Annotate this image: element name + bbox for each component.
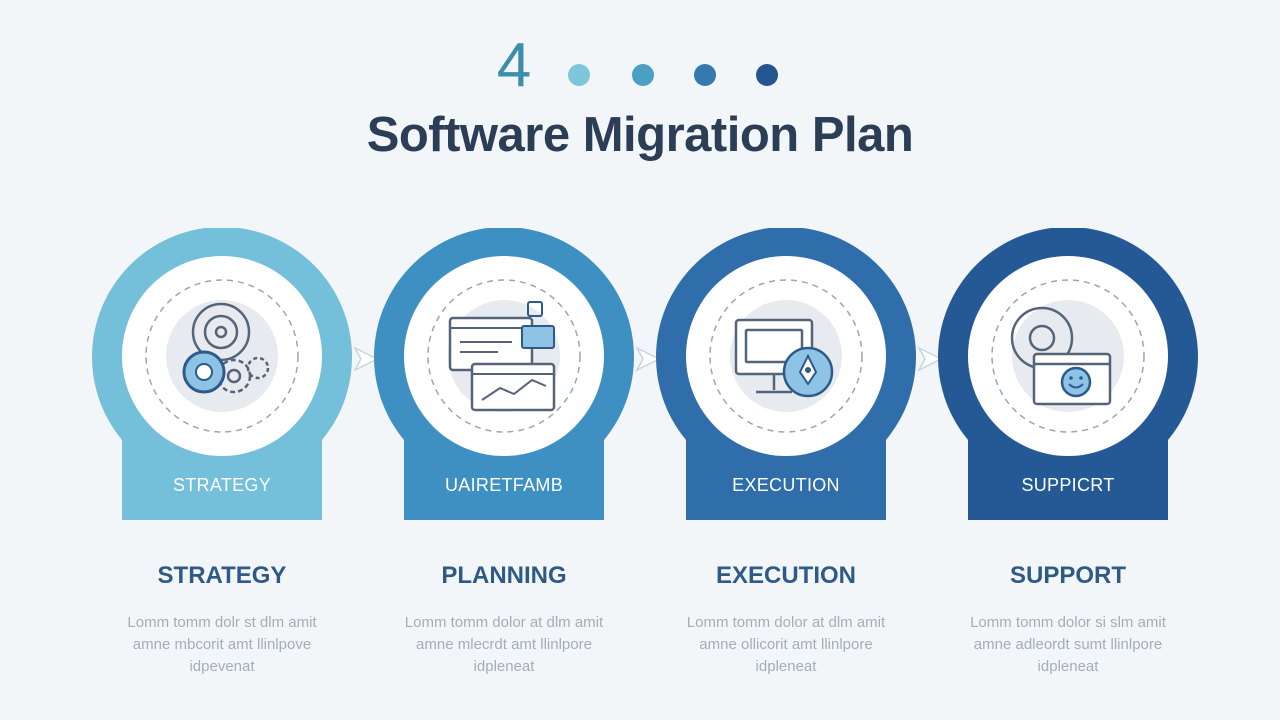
header: 4 Software Migration Plan [0, 0, 1280, 200]
badge-label: UAIRETFAMB [444, 475, 563, 495]
badge-label: SUPPICRT [1021, 475, 1115, 495]
step-description: Lomm tomm dolor at dlm amit amne ollicor… [686, 614, 886, 675]
page-title: Software Migration Plan [366, 108, 914, 162]
step-description: Lomm tomm dolr st dlm amit amne mbcorit … [127, 614, 317, 675]
dashboard-windows-icon [448, 301, 556, 412]
progress-dot-4 [756, 64, 778, 86]
step-title: STRATEGY [157, 562, 287, 589]
step-badge: EXECUTION [646, 228, 926, 528]
step-planning: UAIRETFAMB PLANNING Lomm tomm dolor at d… [364, 228, 644, 688]
step-badge: SUPPICRT [928, 228, 1208, 528]
monitor-rocket-icon [734, 318, 834, 398]
step-description: Lomm tomm dolor at dlm amit amne mlecrdt… [404, 614, 604, 675]
gears-target-icon [182, 302, 270, 394]
step-title: PLANNING [441, 562, 567, 589]
step-badge: UAIRETFAMB [364, 228, 644, 528]
progress-dot-1 [568, 64, 590, 86]
support-chat-icon [1010, 306, 1112, 406]
step-title: EXECUTION [715, 562, 856, 589]
chevron-right-icon [351, 344, 381, 374]
badge-label: STRATEGY [172, 475, 272, 495]
chevron-right-icon [633, 344, 663, 374]
step-description: Lomm tomm dolor si slm amit amne adleord… [970, 614, 1166, 675]
progress-dot-2 [632, 64, 654, 86]
step-support: SUPPICRT SUPPORT Lomm tomm dolor si slm … [928, 228, 1208, 688]
step-badge: STRATEGY [82, 228, 362, 528]
step-count: 4 [496, 31, 532, 100]
step-execution: EXECUTION EXECUTION Lomm tomm dolor at d… [646, 228, 926, 688]
badge-label: EXECUTION [732, 475, 840, 495]
steps-row: STRATEGY STRATEGY Lomm tomm dolr st dlm … [0, 228, 1280, 698]
step-strategy: STRATEGY STRATEGY Lomm tomm dolr st dlm … [82, 228, 362, 688]
progress-dot-3 [694, 64, 716, 86]
step-title: SUPPORT [1009, 562, 1126, 589]
chevron-right-icon [915, 344, 945, 374]
